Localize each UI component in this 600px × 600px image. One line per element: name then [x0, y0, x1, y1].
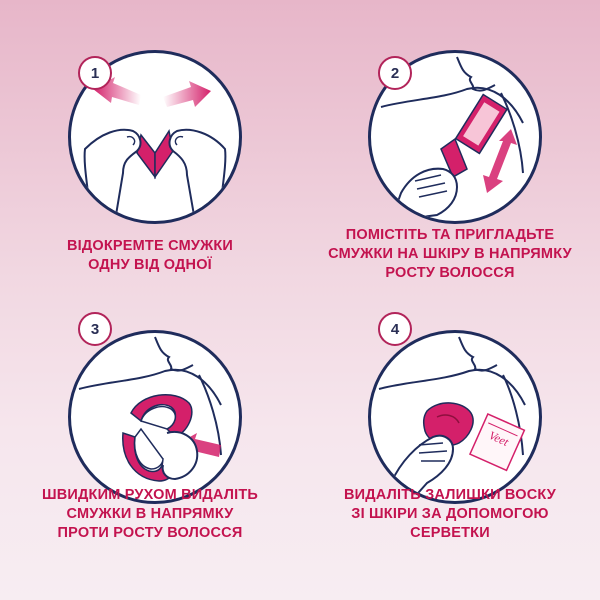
- wipe-packet-icon: Veet: [468, 412, 526, 472]
- caption-line: СМУЖКИ НА ШКІРУ В НАПРЯМКУ: [328, 246, 572, 262]
- caption-line: ПОМІСТІТЬ ТА ПРИГЛАДЬТЕ: [345, 227, 555, 243]
- step-number-badge: 4: [378, 312, 412, 346]
- arrow-icon: [483, 129, 517, 193]
- step-1-caption: ВІДОКРЕМТЕ СМУЖКИ ОДНУ ВІД ОДНОЇ: [20, 237, 280, 275]
- hand-icon: [168, 128, 227, 221]
- apply-strip-illustration: [380, 56, 524, 221]
- step-4-caption: ВИДАЛІТЬ ЗАЛИШКИ ВОСКУ ЗІ ШКІРИ ЗА ДОПОМ…: [320, 486, 580, 543]
- caption-line: РОСТУ ВОЛОССЯ: [385, 265, 515, 281]
- caption-line: СМУЖКИ В НАПРЯМКУ: [66, 506, 234, 522]
- caption-line: ПРОТИ РОСТУ ВОЛОССЯ: [57, 525, 243, 541]
- step-1: 1 ВІДОКРЕМТЕ СМУЖКИ ОДНУ ВІД ОДНОЇ: [0, 0, 300, 300]
- step-3-caption: ШВИДКИМ РУХОМ ВИДАЛІТЬ СМУЖКИ В НАПРЯМКУ…: [20, 486, 280, 543]
- caption-line: СЕРВЕТКИ: [410, 525, 490, 541]
- caption-line: ШВИДКИМ РУХОМ ВИДАЛІТЬ: [41, 487, 259, 503]
- caption-line: ОДНУ ВІД ОДНОЇ: [88, 257, 212, 273]
- step-number-badge: 1: [78, 56, 112, 90]
- remove-strip-illustration: [78, 336, 222, 482]
- wipe-icon: [422, 402, 474, 447]
- arrow-right-icon: [163, 81, 211, 107]
- step-2-illustration: [368, 50, 542, 224]
- step-4-illustration: Veet: [368, 330, 542, 504]
- hand-icon: [161, 431, 199, 481]
- separate-strips-illustration: [83, 77, 227, 221]
- step-2: 2 ПОМІСТІТЬ ТА ПРИГЛАДЬТЕ СМУЖКИ НА ШКІР…: [300, 0, 600, 300]
- caption-line: ВІДОКРЕМТЕ СМУЖКИ: [66, 238, 234, 254]
- step-3: 3 ШВИДКИМ РУХОМ ВИДАЛІТЬ СМУЖКИ В НАПРЯМ…: [0, 300, 300, 600]
- caption-line: ЗІ ШКІРИ ЗА ДОПОМОГОЮ: [351, 506, 549, 522]
- step-3-illustration: [68, 330, 242, 504]
- step-1-illustration: [68, 50, 242, 224]
- hand-icon: [83, 128, 142, 221]
- wax-strip-icon: [454, 93, 508, 155]
- hand-icon: [389, 167, 459, 221]
- step-number-badge: 3: [78, 312, 112, 346]
- step-number-badge: 2: [378, 56, 412, 90]
- step-4: Veet 4 ВИДАЛІТЬ ЗАЛИШКИ ВОСКУ ЗІ ШКІРИ З…: [300, 300, 600, 600]
- step-2-caption: ПОМІСТІТЬ ТА ПРИГЛАДЬТЕ СМУЖКИ НА ШКІРУ …: [320, 226, 580, 283]
- caption-line: ВИДАЛІТЬ ЗАЛИШКИ ВОСКУ: [343, 487, 557, 503]
- wipe-residue-illustration: Veet: [378, 336, 526, 501]
